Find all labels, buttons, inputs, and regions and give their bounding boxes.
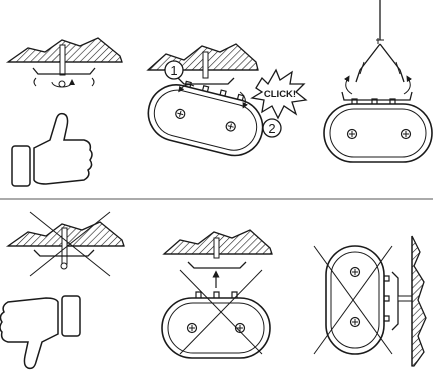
crossed-out-ceiling-screw <box>5 211 125 277</box>
crossed-out-wall-mount <box>313 235 427 367</box>
ceiling-anchor-illustration <box>5 37 123 88</box>
incorrect-section <box>0 211 427 370</box>
crossed-out-bottom-mount <box>161 229 273 359</box>
clip-onto-bracket-illustration: 1 2 CLICK! <box>146 43 308 157</box>
step-two-marker <box>262 118 282 138</box>
step-two-label: 2 <box>268 121 275 136</box>
click-burst-icon <box>250 68 308 120</box>
thumbs-down-icon <box>0 295 81 370</box>
step-one-label: 1 <box>170 63 177 78</box>
correct-section: 1 2 CLICK! <box>5 0 433 187</box>
thumbs-up-icon <box>11 112 93 187</box>
step-one-marker <box>164 60 184 80</box>
click-text: CLICK! <box>264 89 296 100</box>
hang-from-cable-illustration <box>323 0 433 163</box>
